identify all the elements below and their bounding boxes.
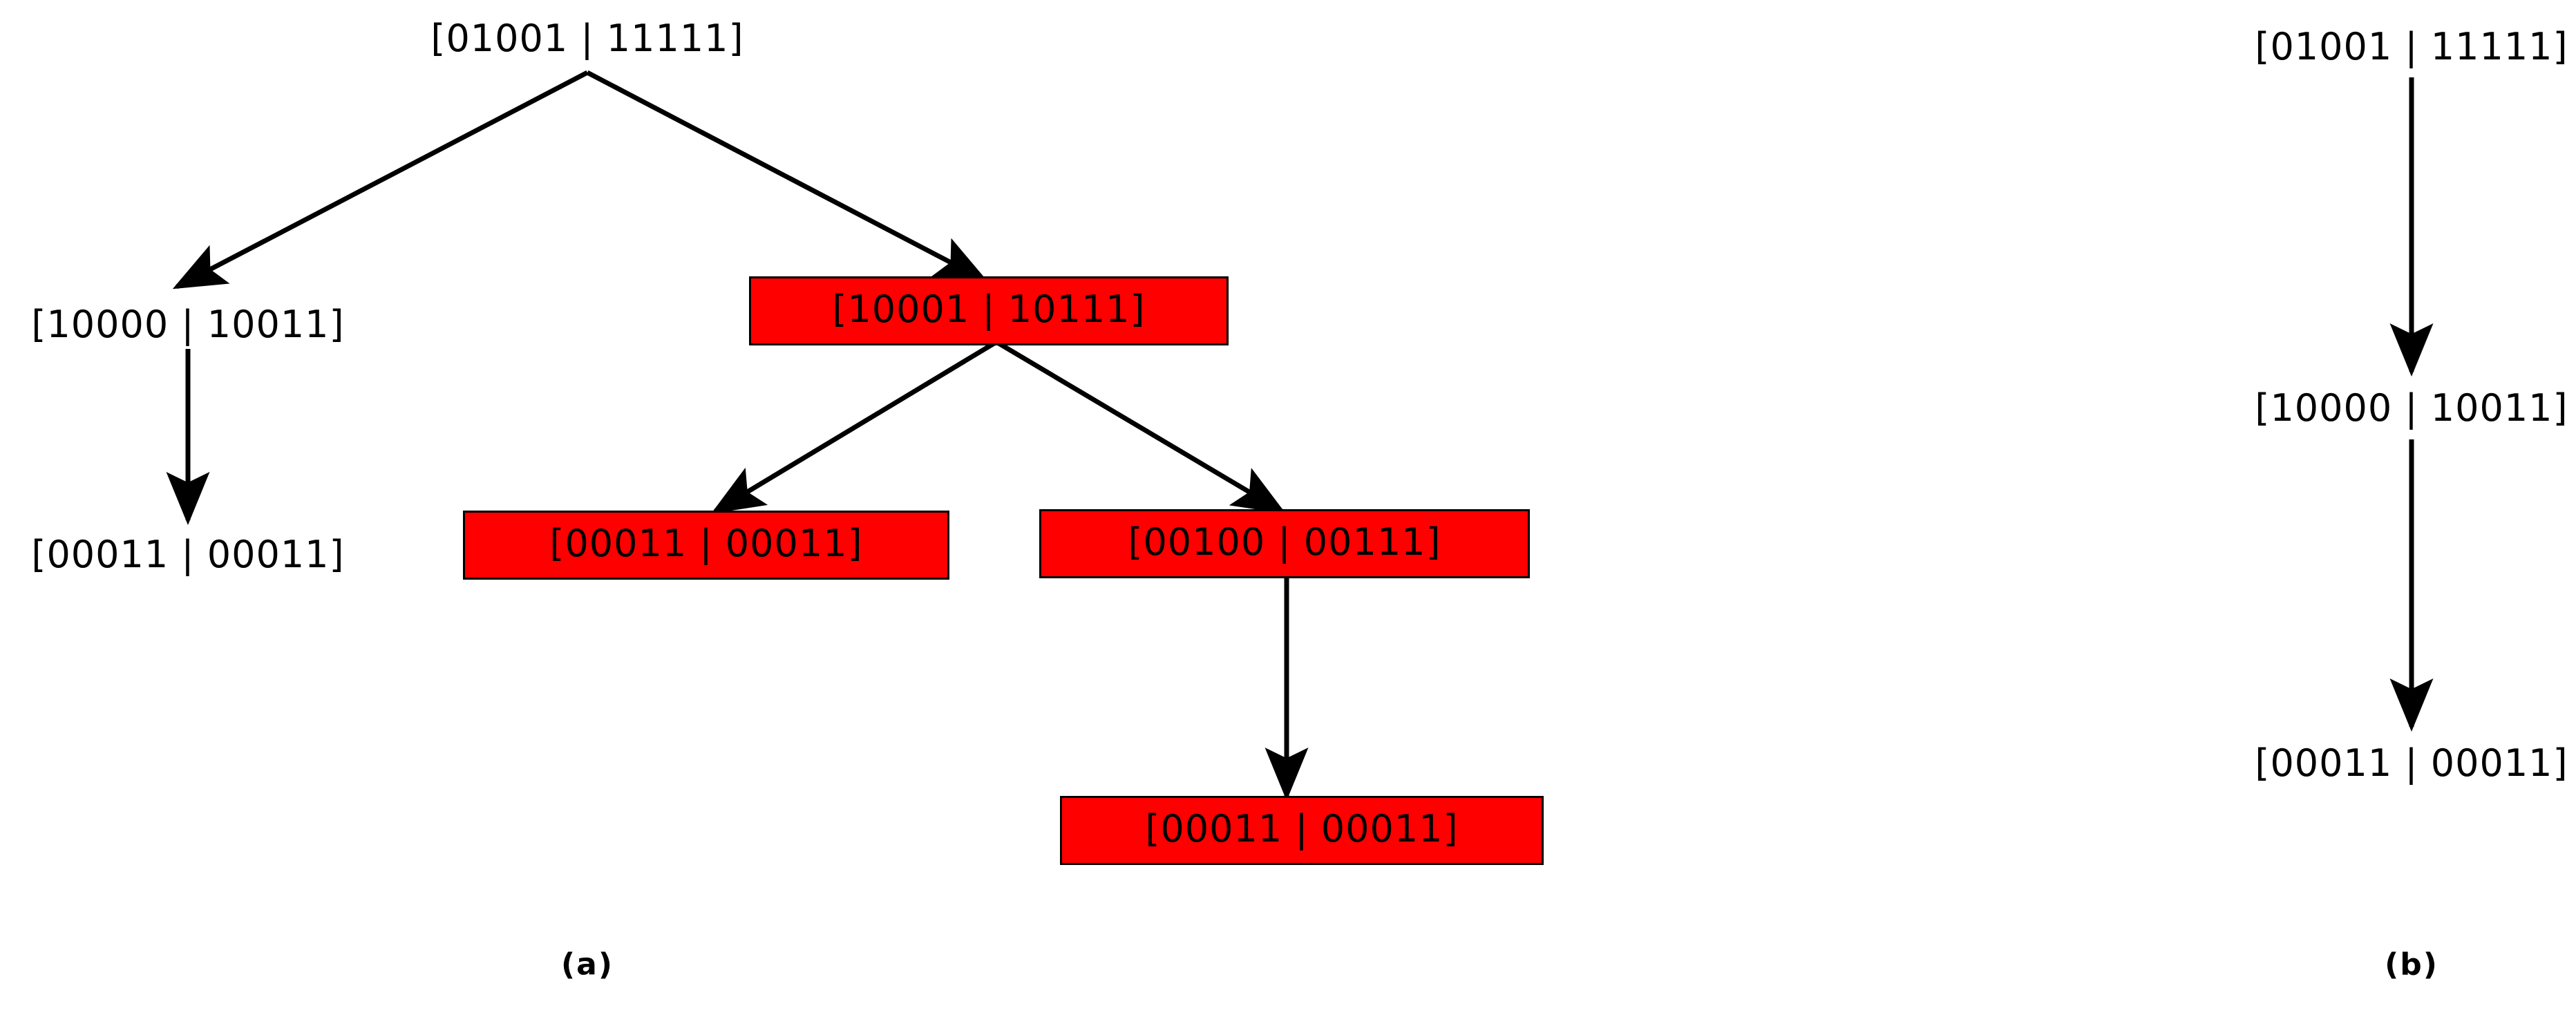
panel-caption-a: (a) [561,947,614,982]
edge-n2-to-n5 [995,339,1287,514]
tree-node-a-n4[interactable]: [00011 | 00011] [463,511,949,580]
tree-node-b-root[interactable]: [01001 | 11111] [2255,25,2568,68]
tree-node-a-n3[interactable]: [00011 | 00011] [31,533,345,576]
tree-node-b-n1[interactable]: [10000 | 10011] [2255,386,2568,430]
edge-n2-to-n4 [711,340,998,514]
tree-node-a-n2[interactable]: [10001 | 10111] [749,276,1229,345]
edge-root-to-n1 [172,70,589,289]
tree-node-a-n1[interactable]: [10000 | 10011] [31,303,345,346]
tree-node-b-n2[interactable]: [00011 | 00011] [2255,741,2568,785]
tree-node-a-n5[interactable]: [00100 | 00111] [1039,509,1530,578]
edge-root-to-n2 [586,70,989,283]
panel-caption-b: (b) [2385,947,2438,982]
tree-node-a-n6[interactable]: [00011 | 00011] [1060,796,1544,865]
tree-node-a-root[interactable]: [01001 | 11111] [430,17,744,60]
